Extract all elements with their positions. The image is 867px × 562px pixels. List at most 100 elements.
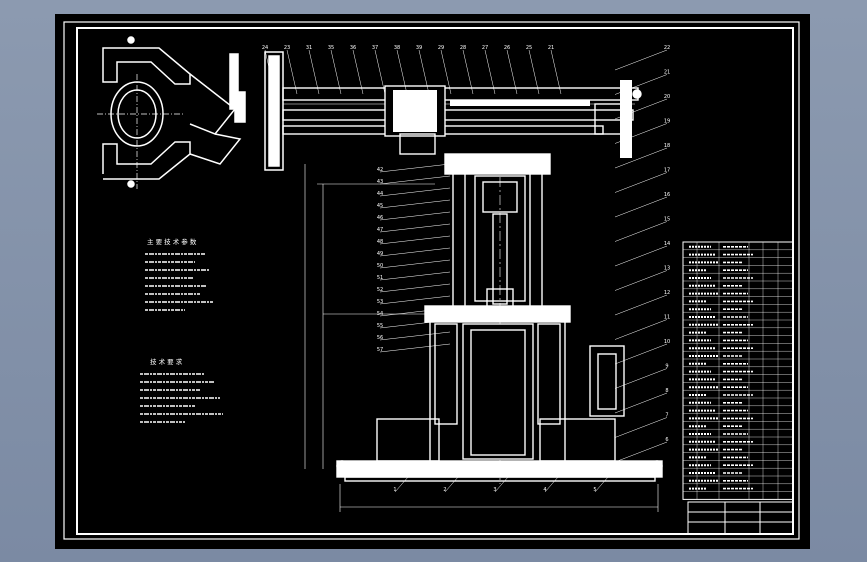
balloon-leader — [506, 49, 518, 95]
balloon-right: 6 — [665, 437, 668, 443]
balloon-leader — [374, 49, 386, 95]
balloon-leader — [614, 147, 668, 169]
vertical-column — [444, 153, 551, 484]
balloon-left: 55 — [377, 323, 383, 329]
balloon-leader — [379, 247, 451, 257]
balloon-left: 47 — [377, 227, 383, 233]
balloon-leader — [614, 368, 668, 389]
balloon-left: 46 — [377, 215, 383, 221]
balloon-leader — [379, 259, 451, 269]
balloon-top: 24 — [262, 45, 268, 51]
balloon-left: 44 — [377, 191, 383, 197]
balloon-leader — [614, 319, 668, 340]
balloon-top: 37 — [372, 45, 378, 51]
balloon-leader — [528, 49, 540, 95]
gripper-assembly — [97, 36, 284, 189]
balloon-right: 7 — [665, 413, 668, 419]
balloon-right: 14 — [664, 241, 670, 247]
balloon-right: 17 — [664, 168, 670, 174]
balloon-leader — [614, 417, 668, 438]
balloon-leader — [394, 468, 416, 493]
balloon-left: 52 — [377, 287, 383, 293]
balloon-leader — [614, 98, 668, 120]
balloon-right: 10 — [664, 339, 670, 345]
balloon-leader — [379, 271, 451, 281]
balloon-top: 23 — [284, 45, 290, 51]
balloon-right: 19 — [664, 119, 670, 125]
balloon-leader — [379, 235, 451, 245]
balloon-top: 36 — [350, 45, 356, 51]
base-housing — [336, 305, 663, 482]
bom-frame — [682, 241, 794, 500]
balloon-top: 26 — [504, 45, 510, 51]
balloon-leader — [379, 295, 451, 305]
balloon-top: 25 — [526, 45, 532, 51]
balloon-top: 35 — [328, 45, 334, 51]
balloon-leader — [379, 163, 451, 173]
balloon-leader — [614, 196, 668, 218]
balloon-left: 50 — [377, 263, 383, 269]
balloon-top: 38 — [394, 45, 400, 51]
balloon-leader — [614, 49, 668, 71]
balloon-leader — [379, 175, 451, 185]
balloon-leader — [396, 49, 408, 95]
balloon-left: 57 — [377, 347, 383, 353]
balloon-right: 20 — [664, 94, 670, 100]
balloon-leader — [614, 441, 668, 463]
balloon-leader — [614, 343, 668, 365]
balloon-right: 13 — [664, 266, 670, 272]
balloon-leader — [418, 49, 430, 95]
balloon-right: 8 — [665, 388, 668, 394]
balloon-top: 39 — [416, 45, 422, 51]
balloon-left: 51 — [377, 275, 383, 281]
balloon-leader — [379, 187, 451, 197]
outer-border — [63, 21, 800, 540]
balloon-leader — [379, 319, 451, 329]
balloon-left: 53 — [377, 299, 383, 305]
balloon-top: 27 — [482, 45, 488, 51]
params-title: 主 要 技 术 参 数 — [147, 237, 197, 246]
balloon-right: 15 — [664, 217, 670, 223]
balloon-right: 11 — [664, 315, 670, 321]
balloon-leader — [614, 294, 668, 316]
balloon-leader — [379, 343, 451, 353]
balloon-leader — [614, 123, 668, 144]
balloon-leader — [594, 468, 616, 493]
balloon-leader — [379, 211, 451, 221]
balloon-right: 16 — [664, 192, 670, 198]
balloon-left: 42 — [377, 167, 383, 173]
balloon-bottom: 3 — [493, 487, 496, 493]
balloon-leader — [614, 74, 668, 95]
balloon-leader — [614, 245, 668, 267]
balloon-leader — [614, 270, 668, 291]
balloon-leader — [379, 307, 451, 317]
balloon-right: 12 — [664, 290, 670, 296]
balloon-leader — [352, 49, 364, 95]
balloon-top: 31 — [306, 45, 312, 51]
balloon-bottom: 4 — [543, 487, 546, 493]
balloon-bottom: 1 — [393, 487, 396, 493]
technical-notes: 主 要 技 术 参 数 技 术 要 求 — [140, 237, 223, 423]
parts-list-table — [682, 241, 794, 500]
dimension-lines — [304, 164, 659, 512]
balloon-leader — [614, 221, 668, 242]
balloon-leader — [379, 223, 451, 233]
balloon-left: 54 — [377, 311, 383, 317]
balloon-left: 43 — [377, 179, 383, 185]
balloon-leader — [379, 199, 451, 209]
title-block — [687, 501, 794, 535]
balloon-leader — [544, 468, 566, 493]
balloon-top: 21 — [548, 45, 554, 51]
balloon-bottom: 5 — [593, 487, 596, 493]
balloon-leader — [286, 49, 298, 95]
balloon-leader — [484, 49, 496, 95]
balloon-leader — [462, 49, 474, 95]
balloon-right: 21 — [664, 70, 670, 76]
balloon-leader — [264, 49, 276, 95]
balloon-left: 45 — [377, 203, 383, 209]
balloon-leader — [330, 49, 342, 95]
balloon-right: 22 — [664, 45, 670, 51]
